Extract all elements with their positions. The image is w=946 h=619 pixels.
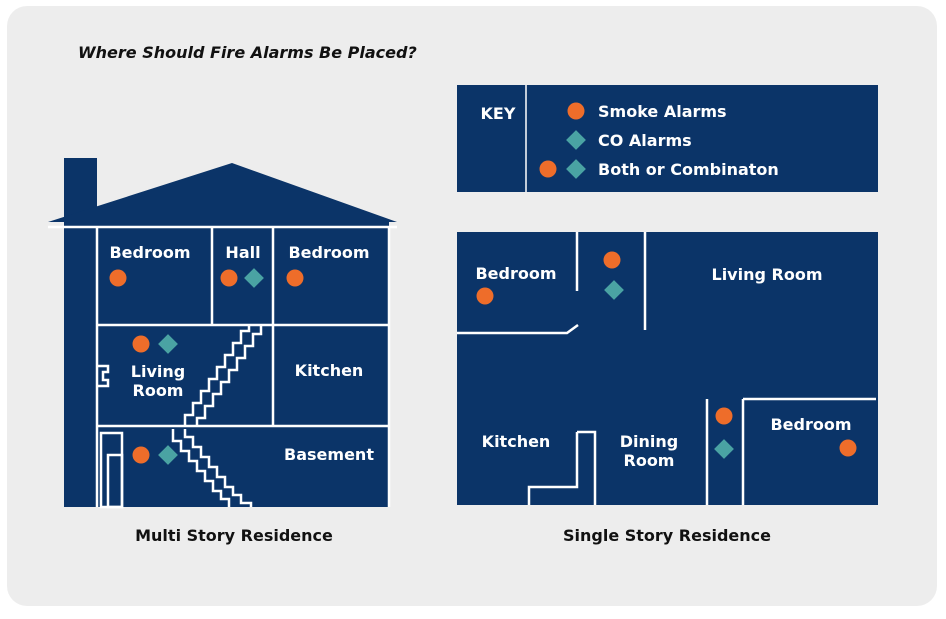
smoke-alarm-icon: [476, 287, 494, 305]
room-label-dining-line1: Dining: [620, 432, 678, 451]
room-label-living-line1: Living: [131, 362, 185, 381]
chimney: [64, 158, 97, 218]
room-label-living-room: Living Room: [712, 265, 823, 284]
key-label-smoke: Smoke Alarms: [598, 102, 727, 121]
multi-story-house: Bedroom Hall Bedroom Living Room Kitchen…: [48, 158, 397, 509]
room-label-bedroom-right: Bedroom: [770, 415, 851, 434]
room-label-kitchen: Kitchen: [482, 432, 551, 451]
multi-story-walls: [95, 227, 391, 509]
smoke-alarm-icon: [539, 160, 557, 178]
room-label-bedroom-upper-right: Bedroom: [288, 243, 369, 262]
room-label-hall: Hall: [225, 243, 260, 262]
room-label-bedroom-left: Bedroom: [475, 264, 556, 283]
co-alarm-icon: [604, 280, 624, 300]
co-alarm-icon: [714, 439, 734, 459]
key-legend: KEY Smoke Alarms CO Alarms Both or Combi…: [457, 85, 878, 192]
room-label-dining-line2: Room: [624, 451, 675, 470]
smoke-alarm-icon: [286, 269, 304, 287]
caption-multi-story: Multi Story Residence: [135, 526, 333, 545]
co-alarm-icon: [158, 334, 178, 354]
co-alarm-icon: [158, 445, 178, 465]
smoke-alarm-icon: [839, 439, 857, 457]
smoke-alarm-icon: [220, 269, 238, 287]
room-label-bedroom-upper-left: Bedroom: [109, 243, 190, 262]
room-label-living-line2: Room: [133, 381, 184, 400]
house-body: [64, 222, 389, 507]
roof: [48, 163, 397, 222]
single-story-floorplan: Bedroom Living Room Kitchen Dining Room …: [457, 232, 878, 505]
page-title: Where Should Fire Alarms Be Placed?: [78, 43, 417, 62]
smoke-alarm-icon: [109, 269, 127, 287]
smoke-alarm-icon: [567, 102, 585, 120]
smoke-alarm-icon: [715, 407, 733, 425]
smoke-alarm-icon: [603, 251, 621, 269]
co-alarm-icon: [244, 268, 264, 288]
key-heading: KEY: [481, 104, 516, 123]
single-story-walls: [457, 232, 876, 505]
key-label-co: CO Alarms: [598, 131, 692, 150]
smoke-alarm-icon: [132, 446, 150, 464]
room-label-kitchen: Kitchen: [295, 361, 364, 380]
smoke-alarm-icon: [132, 335, 150, 353]
caption-single-story: Single Story Residence: [562, 526, 772, 545]
room-label-basement: Basement: [284, 445, 374, 464]
key-label-both: Both or Combinaton: [598, 160, 779, 179]
